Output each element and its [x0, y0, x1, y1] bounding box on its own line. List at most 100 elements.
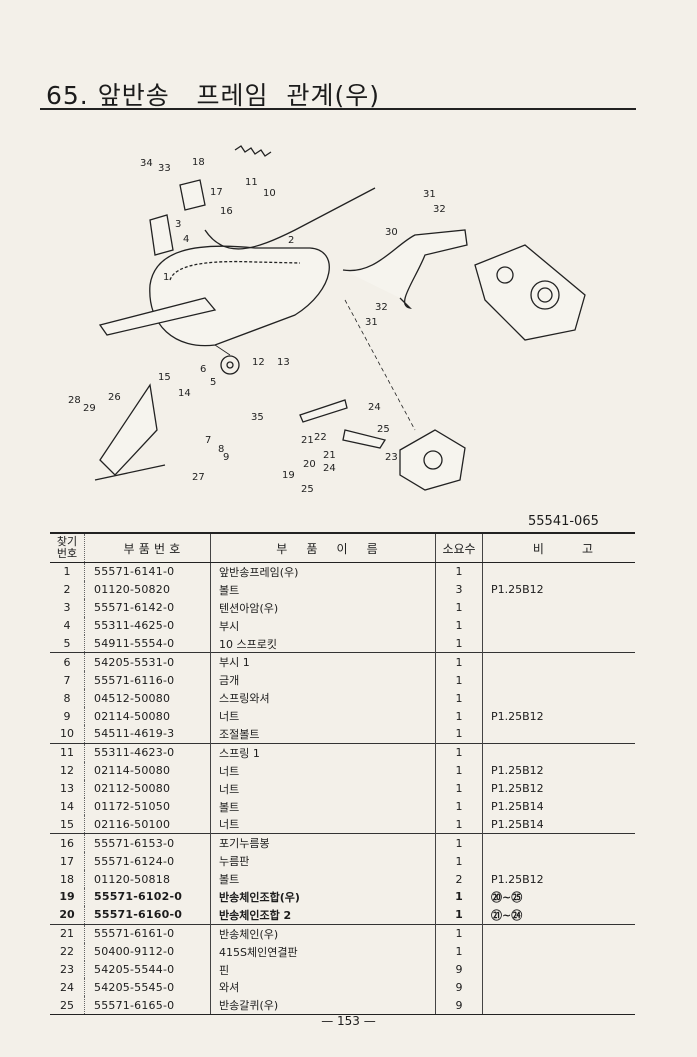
cell-part-name: 반송체인(우) [210, 923, 436, 943]
cell-remarks: P1.25B14 [491, 800, 544, 814]
cell-remarks [482, 742, 635, 762]
cell-find-number: 19 [50, 888, 85, 906]
cell-find-number: 3 [50, 598, 85, 617]
exploded-parts-diagram: 34 33 18 17 16 3 4 11 10 2 31 32 30 32 3… [68, 145, 586, 495]
callout-label: 12 [252, 357, 265, 368]
cell-quantity: 1 [435, 942, 483, 961]
cell-quantity: 1 [435, 598, 483, 617]
callout-label: 23 [385, 452, 398, 463]
cell-remarks: P1.25B12 [491, 782, 544, 796]
cell-part-name: 너트 [210, 761, 436, 780]
callout-label: 31 [423, 189, 436, 200]
cell-remarks [482, 923, 635, 943]
callout-label: 16 [220, 206, 233, 217]
col-header-remarks: 비 고 [482, 532, 635, 563]
cell-quantity: 1 [435, 742, 483, 762]
cell-quantity: 1 [435, 833, 483, 853]
cell-part-number: 55311-4625-0 [84, 616, 211, 635]
cell-quantity: 1 [435, 652, 483, 672]
cell-find-number: 8 [50, 689, 85, 708]
cell-find-number: 1 [50, 562, 85, 581]
cell-find-number: 15 [50, 815, 85, 834]
callout-label: 19 [282, 470, 295, 481]
cell-quantity: 1 [435, 797, 483, 816]
cell-part-name: 조절볼트 [210, 725, 436, 744]
cell-find-number: 9 [50, 707, 85, 726]
callout-label: 22 [314, 432, 327, 443]
cell-part-name: 볼트 [210, 580, 436, 599]
cell-find-number: 16 [50, 833, 85, 853]
figure-code: 55541-065 [528, 514, 599, 529]
cell-part-name: 반송체인조합 2 [210, 905, 436, 925]
cell-part-number: 54205-5544-0 [84, 960, 211, 979]
page-number: — 153 — [321, 1014, 376, 1028]
cell-part-name: 너트 [210, 815, 436, 834]
cell-part-name: 반송갈퀴(우) [210, 996, 436, 1016]
cell-part-number: 02114-50080 [84, 761, 211, 780]
cell-remarks: ⑳~㉕ [491, 890, 523, 904]
callout-label: 15 [158, 372, 171, 383]
cell-remarks [483, 599, 636, 617]
cell-quantity: 1 [435, 761, 483, 780]
cell-part-number: 54911-5554-0 [84, 634, 211, 653]
callout-label: 7 [205, 435, 211, 446]
cell-remarks [483, 961, 636, 979]
cell-remarks [483, 635, 636, 653]
cell-part-number: 04512-50080 [84, 689, 211, 708]
callout-label: 21 [323, 450, 336, 461]
cell-quantity: 3 [435, 580, 483, 599]
cell-part-name: 볼트 [210, 797, 436, 816]
cell-find-number: 22 [50, 942, 85, 961]
cell-quantity: 1 [435, 707, 483, 726]
cell-find-number: 24 [50, 978, 85, 997]
cell-quantity: 1 [435, 616, 483, 635]
cell-remarks: P1.25B12 [491, 583, 544, 597]
cell-part-number: 54511-4619-3 [84, 725, 211, 744]
cell-part-number: 02112-50080 [84, 779, 211, 798]
cell-find-number: 21 [50, 923, 85, 943]
callout-label: 25 [377, 424, 390, 435]
callout-label: 9 [223, 452, 229, 463]
cell-part-number: 55571-6116-0 [84, 671, 211, 690]
cell-remarks [483, 978, 636, 996]
cell-part-number: 54205-5545-0 [84, 978, 211, 997]
cell-quantity: 1 [435, 634, 483, 653]
cell-remarks [483, 617, 636, 635]
title-divider [40, 108, 636, 110]
cell-part-number: 55571-6142-0 [84, 598, 211, 617]
callout-label: 24 [323, 463, 336, 474]
callout-label: 5 [210, 377, 216, 388]
cell-part-number: 55311-4623-0 [84, 742, 211, 762]
cell-quantity: 1 [435, 671, 483, 690]
callout-label: 30 [385, 227, 398, 238]
cell-remarks [482, 652, 635, 672]
cell-quantity: 1 [435, 852, 483, 871]
cell-quantity: 1 [435, 923, 483, 943]
cell-part-number: 55571-6102-0 [84, 888, 211, 906]
cell-part-number: 01120-50820 [84, 580, 211, 599]
cell-find-number: 13 [50, 779, 85, 798]
col-header-part-number: 부 품 번 호 [84, 532, 211, 563]
cell-remarks: P1.25B12 [491, 764, 544, 778]
callout-label: 24 [368, 402, 381, 413]
diagram-callout-labels: 34 33 18 17 16 3 4 11 10 2 31 32 30 32 3… [68, 157, 446, 495]
cell-find-number: 4 [50, 616, 85, 635]
cell-part-name: 너트 [210, 779, 436, 798]
cell-part-number: 55571-6160-0 [84, 905, 211, 925]
callout-label: 34 [140, 158, 153, 169]
callout-label: 11 [245, 177, 258, 188]
cell-part-name: 부시 [210, 616, 436, 635]
